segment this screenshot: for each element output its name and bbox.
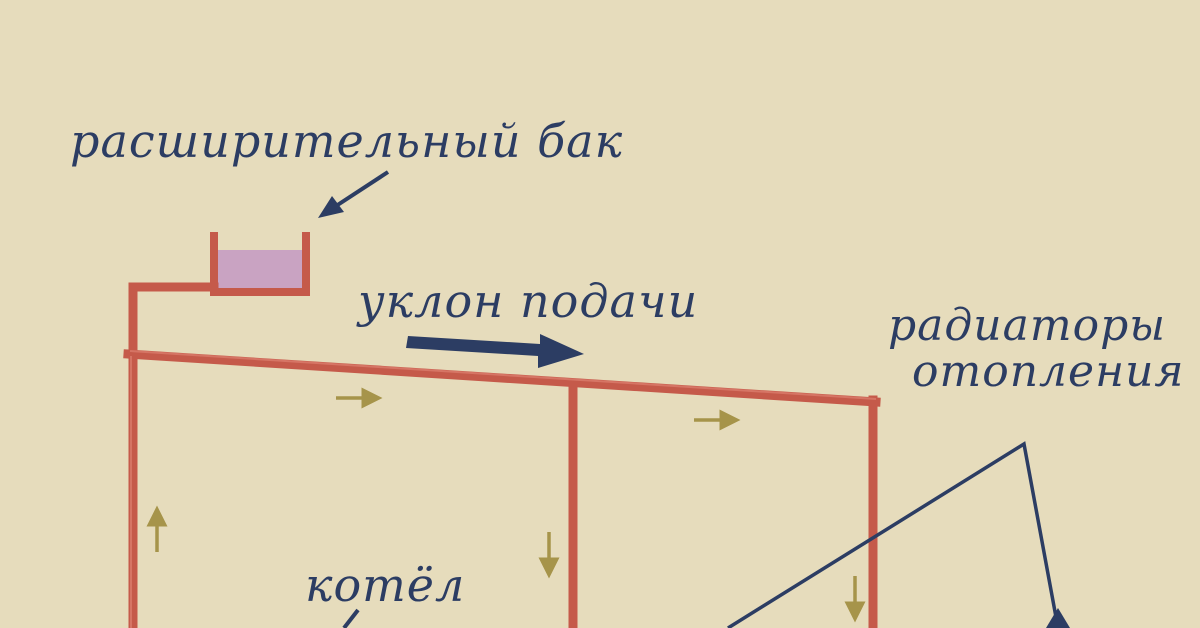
supply-slope-label: уклон подачи	[358, 274, 699, 328]
supply-slope-arrow	[406, 334, 584, 368]
radiator-leader-arrowhead	[1046, 608, 1070, 628]
boiler-label: котёл	[305, 558, 466, 612]
radiators-label-line1: радиаторы	[888, 300, 1167, 351]
expansion-tank	[210, 232, 310, 296]
radiators-label-line2: отопления	[912, 346, 1185, 397]
tank-connection-pipe	[128, 282, 219, 357]
pipe-highlights	[129, 350, 877, 628]
tank-walls	[210, 232, 310, 296]
tank-pointer-arrow	[318, 170, 390, 218]
radiator-leader-lines	[727, 441, 1060, 628]
tank-water	[216, 250, 302, 290]
flow-arrows	[146, 387, 866, 623]
supply-main-pipe	[123, 349, 881, 407]
boiler-pointer	[342, 608, 360, 628]
expansion-tank-label: расширительный бак	[70, 114, 624, 168]
pipe-network	[123, 282, 881, 628]
